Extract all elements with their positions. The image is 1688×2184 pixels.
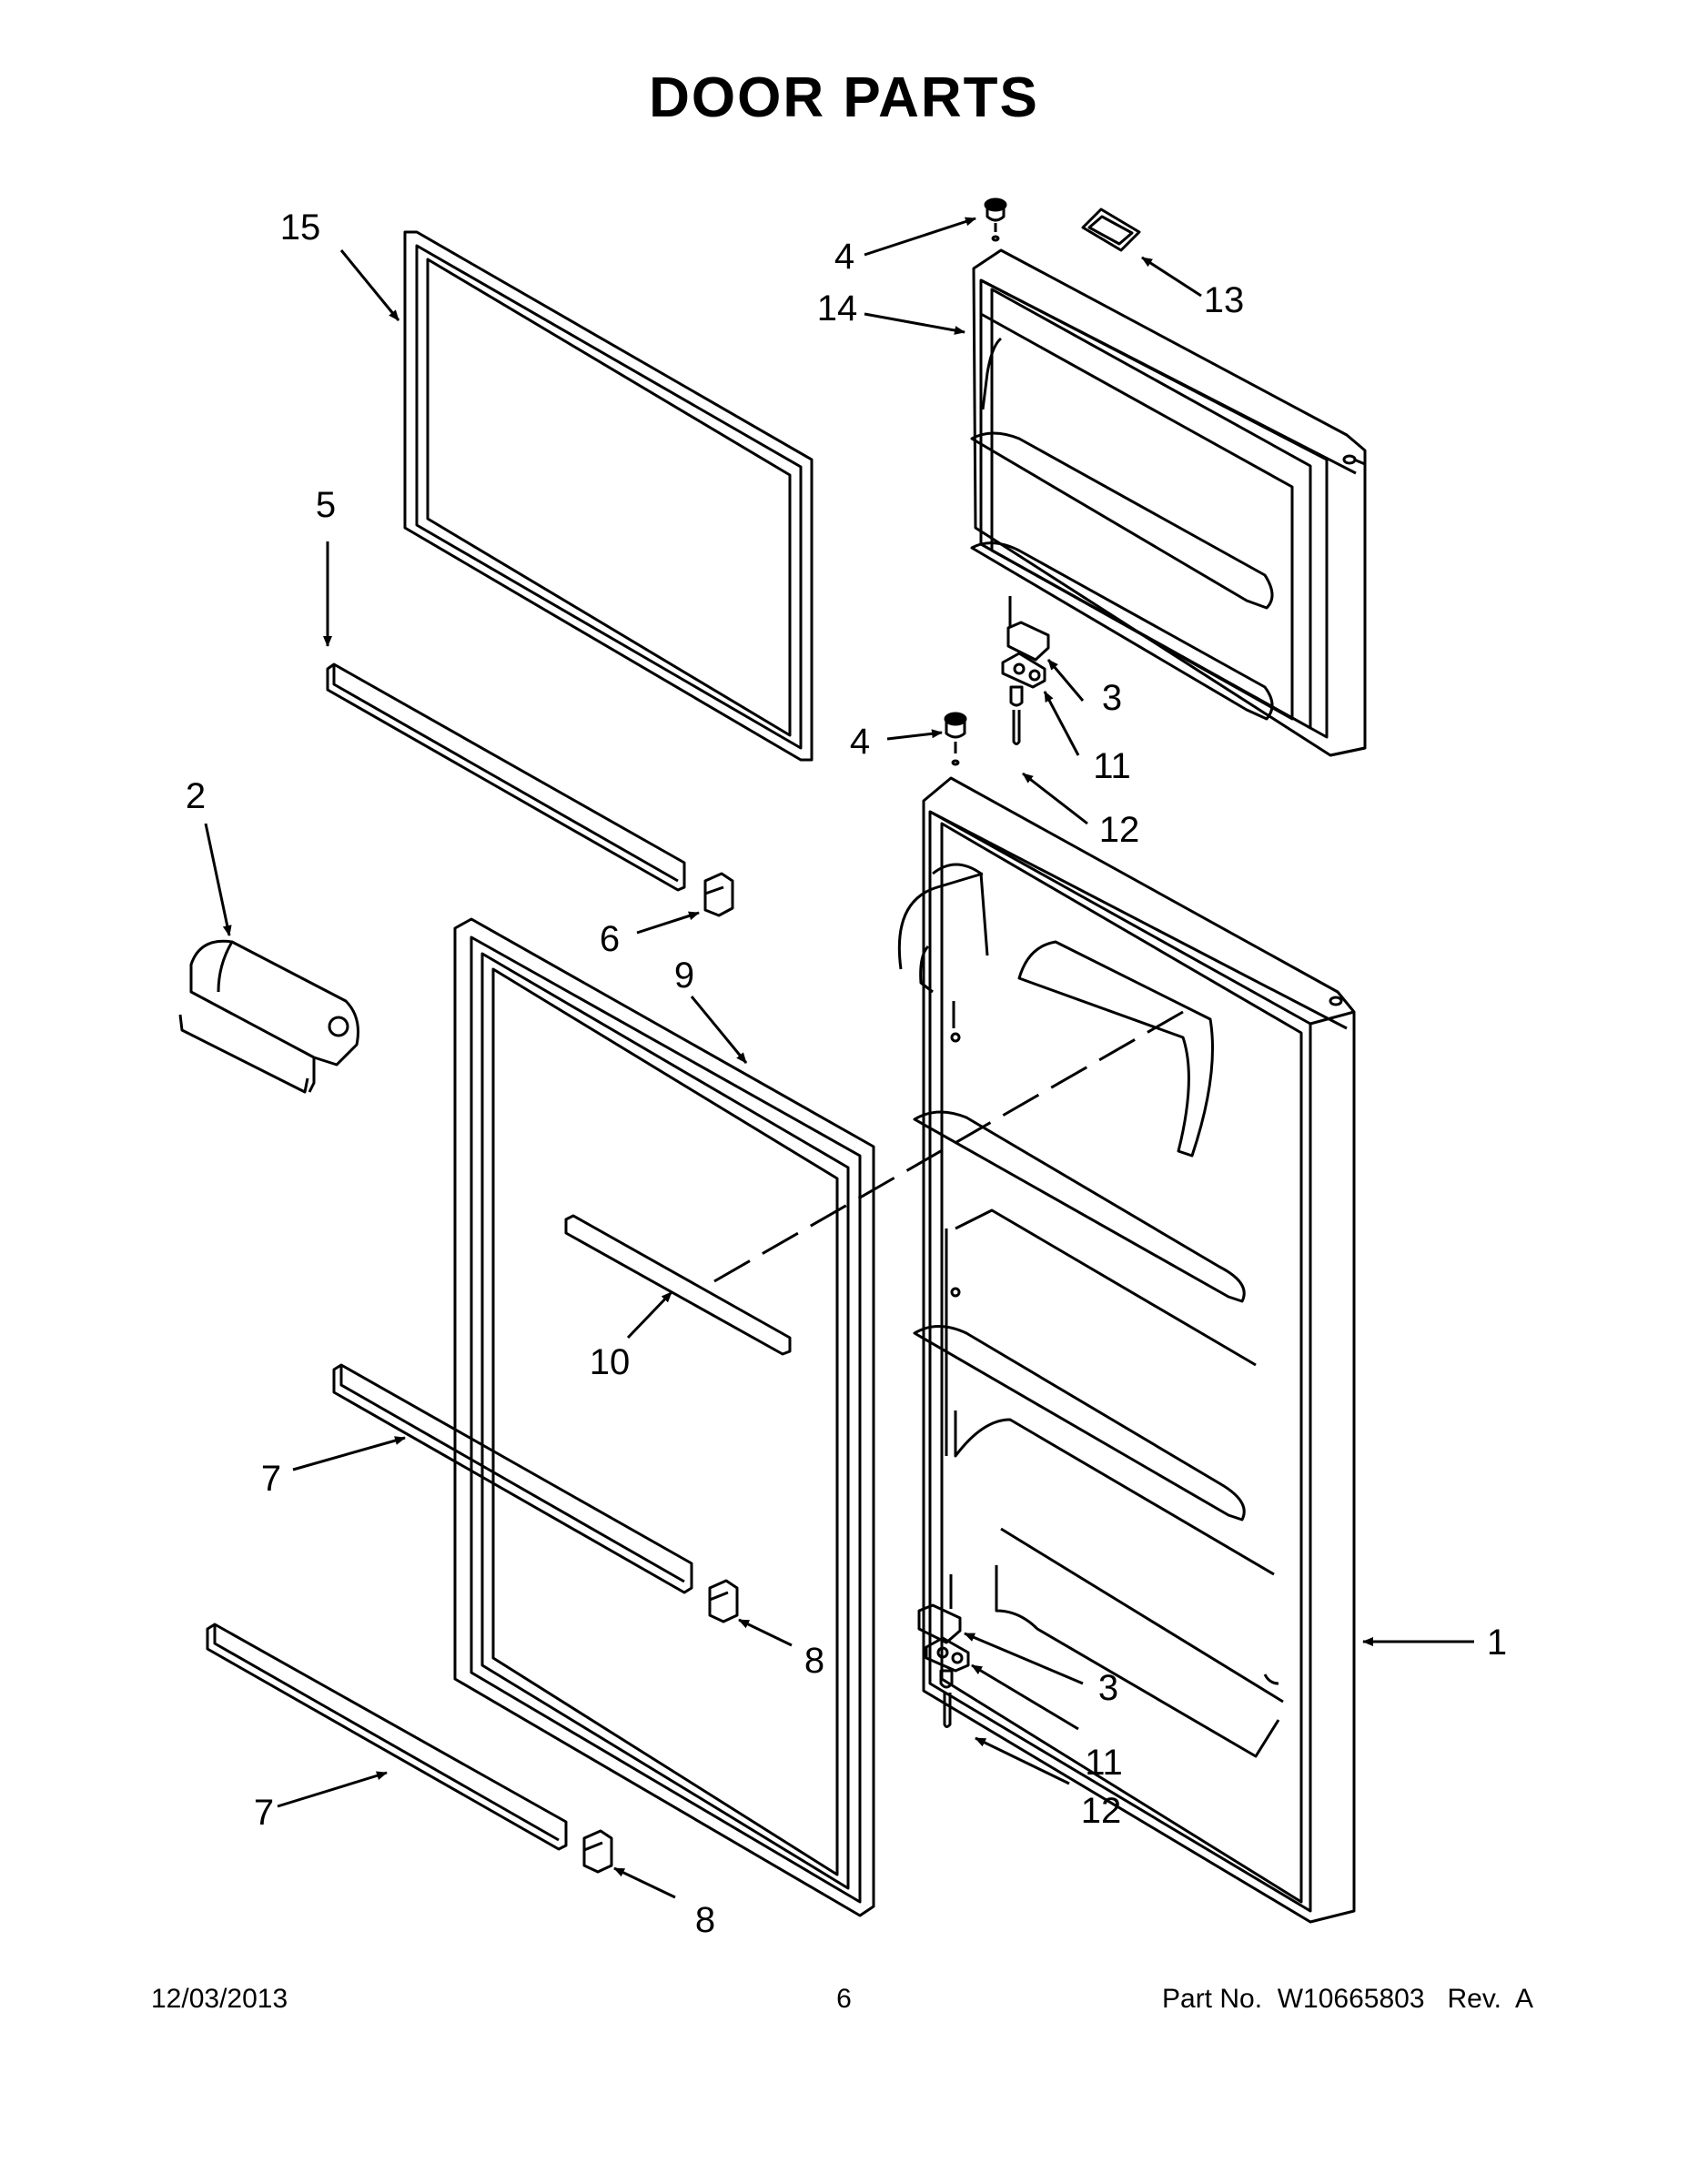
callout-2: 2 [186, 776, 206, 816]
hinge-bushing-upper-part-4 [984, 197, 1007, 242]
leader-arrow-7-upper [292, 1436, 406, 1471]
freezer-door-gasket-part-15 [403, 230, 814, 762]
callout-10: 10 [590, 1342, 631, 1382]
leader-arrow-8-lower [613, 1866, 676, 1899]
leader-arrow-15 [339, 249, 400, 321]
rail-end-cap-upper-part-8 [708, 1579, 739, 1623]
hinge-parts-upper [1001, 596, 1050, 745]
door-trim-strip-part-10 [564, 1214, 792, 1356]
badge-part-13 [1081, 207, 1141, 252]
dairy-door-part-2 [178, 939, 359, 1094]
door-rail-upper-part-7 [332, 1363, 693, 1594]
freezer-door-rail-part-5 [326, 662, 686, 892]
rail-end-cap-lower-part-8 [582, 1829, 613, 1874]
leader-arrow-12-upper [1022, 772, 1088, 825]
leader-arrow-12-lower [975, 1736, 1070, 1785]
callout-3-upper: 3 [1102, 678, 1122, 718]
placement-dashed-line [713, 1010, 1184, 1283]
leader-arrow-14 [864, 312, 965, 335]
freezer-door-part-14 [970, 248, 1367, 757]
callout-12-lower: 12 [1081, 1791, 1122, 1831]
callout-3-lower: 3 [1098, 1668, 1118, 1708]
leader-arrow-8-upper [738, 1618, 793, 1647]
callout-9: 9 [674, 956, 694, 996]
callout-4-lower: 4 [850, 722, 870, 762]
callout-13: 13 [1204, 280, 1245, 320]
door-rail-lower-part-7 [206, 1623, 568, 1851]
callout-7-upper: 7 [261, 1459, 281, 1499]
callout-11-lower: 11 [1085, 1743, 1123, 1783]
leader-arrow-4-lower [886, 729, 943, 741]
callout-7-lower: 7 [254, 1793, 274, 1833]
callout-8-lower: 8 [695, 1900, 715, 1940]
leader-arrow-11-upper [1043, 691, 1080, 756]
callout-8-upper: 8 [804, 1641, 824, 1681]
leader-arrow-9 [690, 996, 748, 1064]
callout-1: 1 [1487, 1623, 1507, 1663]
leader-arrow-13 [1141, 256, 1202, 298]
callout-15: 15 [280, 207, 321, 248]
rail-end-cap-part-6 [703, 872, 734, 917]
footer-part-number: Part No. W10665803 Rev. A [1162, 1984, 1533, 2014]
leader-arrow-7-lower [277, 1771, 388, 1808]
fresh-food-door-gasket-part-9 [453, 917, 875, 1917]
callout-12-upper: 12 [1099, 810, 1140, 850]
leader-arrow-11-lower [971, 1663, 1079, 1731]
leader-arrow-2 [204, 823, 232, 936]
hinge-parts-lower [917, 1574, 970, 1728]
hinge-bushing-lower-part-4 [944, 712, 967, 766]
fresh-food-door-part-1 [897, 776, 1356, 1924]
callout-5: 5 [316, 485, 336, 525]
callout-11-upper: 11 [1093, 746, 1131, 786]
leader-arrow-6 [636, 911, 700, 935]
leader-arrow-3-lower [964, 1632, 1084, 1685]
callout-4-upper: 4 [834, 237, 854, 277]
leader-arrow-10 [626, 1290, 673, 1340]
page-title: DOOR PARTS [649, 66, 1039, 129]
footer-page-number: 6 [836, 1984, 852, 2014]
leader-arrow-3-upper [1046, 659, 1085, 702]
footer-date: 12/03/2013 [151, 1984, 288, 2014]
callout-6: 6 [600, 919, 620, 959]
callout-14: 14 [817, 288, 858, 329]
leader-arrow-4-upper [864, 217, 976, 257]
